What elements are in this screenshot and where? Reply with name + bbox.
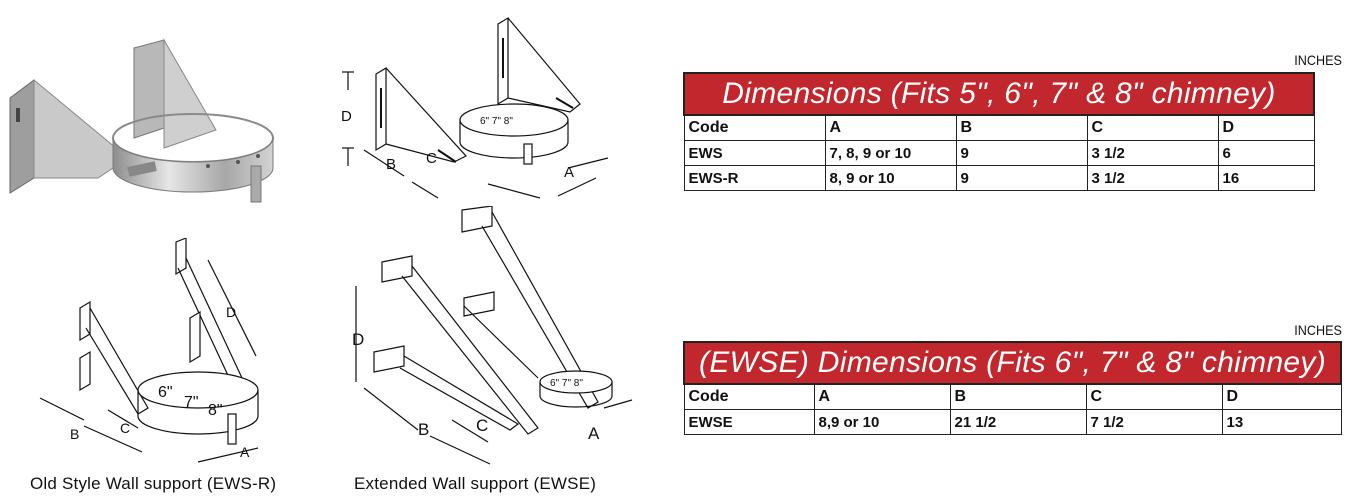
table1-cell: 3 1/2: [1086, 165, 1219, 191]
dimensions-table-ews: Dimensions (Fits 5ʺ, 6ʺ, 7ʺ & 8ʺ chimney…: [682, 72, 1316, 191]
ewse-figure: D B C A 6" 7" 8": [342, 206, 642, 476]
ews-r-ring-6: 6": [158, 384, 173, 401]
ewse-label-c: C: [476, 416, 489, 435]
table1-cell: 16: [1217, 165, 1315, 191]
ews-r-label-d: D: [226, 304, 237, 320]
ews-r-label-b: B: [70, 426, 80, 442]
table1-cell: 9: [955, 165, 1088, 191]
table1-col-b: B: [955, 114, 1088, 141]
ewse-drawing: [355, 206, 633, 465]
ewse-label-b: B: [418, 420, 430, 439]
table-row: EWSE 8,9 or 10 21 1/2 7 1/2 13: [683, 409, 1342, 435]
ews-label-b: B: [386, 156, 397, 173]
table1-cell: 6: [1217, 140, 1315, 166]
table1-col-a: A: [824, 114, 957, 141]
table2-cell: 13: [1221, 409, 1342, 435]
table1-header-row: Code A B C D: [683, 114, 1315, 141]
table2-cell: 7 1/2: [1085, 409, 1223, 435]
ews-r-label-c: C: [120, 420, 131, 436]
table1-cell: 8, 9 or 10: [824, 165, 957, 191]
ews-label-c: C: [426, 150, 437, 167]
table1-cell: EWS-R: [683, 165, 826, 191]
ews-r-ring-7: 7": [184, 394, 199, 411]
table2-title: (EWSE) Dimensions (Fits 6ʺ, 7ʺ & 8ʺ chim…: [682, 341, 1343, 385]
table1-col-d: D: [1217, 114, 1315, 141]
ews-r-ring-8: 8": [208, 402, 223, 419]
ews-label-d: D: [341, 108, 352, 125]
ewse-label-d: D: [352, 330, 365, 349]
table2-cell: 8,9 or 10: [813, 409, 951, 435]
table2-cell: EWSE: [683, 409, 815, 435]
ews-r-label-a: A: [240, 444, 250, 460]
table1-cell: EWS: [683, 140, 826, 166]
table2-col-b: B: [949, 383, 1087, 410]
table1-units: INCHES: [1294, 52, 1342, 68]
ews-r-caption: Old Style Wall support (EWS-R): [30, 474, 277, 493]
table2-units: INCHES: [1294, 322, 1342, 338]
ews-dimension-diagram: D B C A 6" 7" 8": [328, 8, 628, 208]
table2-col-code: Code: [683, 383, 815, 410]
ewse-ring-sizes: 6" 7" 8": [550, 378, 583, 389]
table2-col-d: D: [1221, 383, 1342, 410]
table1-col-code: Code: [683, 114, 826, 141]
ews-label-a: A: [564, 164, 575, 181]
table-row: EWS-R 8, 9 or 10 9 3 1/2 16: [683, 165, 1315, 191]
table1-title: Dimensions (Fits 5ʺ, 6ʺ, 7ʺ & 8ʺ chimney…: [682, 72, 1316, 116]
dimensions-table-ewse: (EWSE) Dimensions (Fits 6ʺ, 7ʺ & 8ʺ chim…: [682, 341, 1343, 435]
table1-cell: 9: [955, 140, 1088, 166]
ews-photo-figure: [8, 38, 308, 248]
table1-col-c: C: [1086, 114, 1219, 141]
ewse-label-a: A: [588, 424, 600, 443]
ewse-caption: Extended Wall support (EWSE): [354, 474, 597, 493]
table2-cell: 21 1/2: [949, 409, 1087, 435]
table-row: EWS 7, 8, 9 or 10 9 3 1/2 6: [683, 140, 1315, 166]
table2-header-row: Code A B C D: [683, 383, 1342, 410]
table1-cell: 3 1/2: [1086, 140, 1219, 166]
ews-photo-image: [9, 38, 274, 203]
ews-ring-sizes: 6" 7" 8": [480, 116, 513, 127]
ews-r-figure: D B C A 6" 7" 8": [28, 238, 298, 468]
ews-r-drawing: [39, 238, 259, 463]
table1-cell: 7, 8, 9 or 10: [824, 140, 957, 166]
ews-diagram-drawing: [342, 16, 609, 199]
table2-col-a: A: [813, 383, 951, 410]
table2-col-c: C: [1085, 383, 1223, 410]
